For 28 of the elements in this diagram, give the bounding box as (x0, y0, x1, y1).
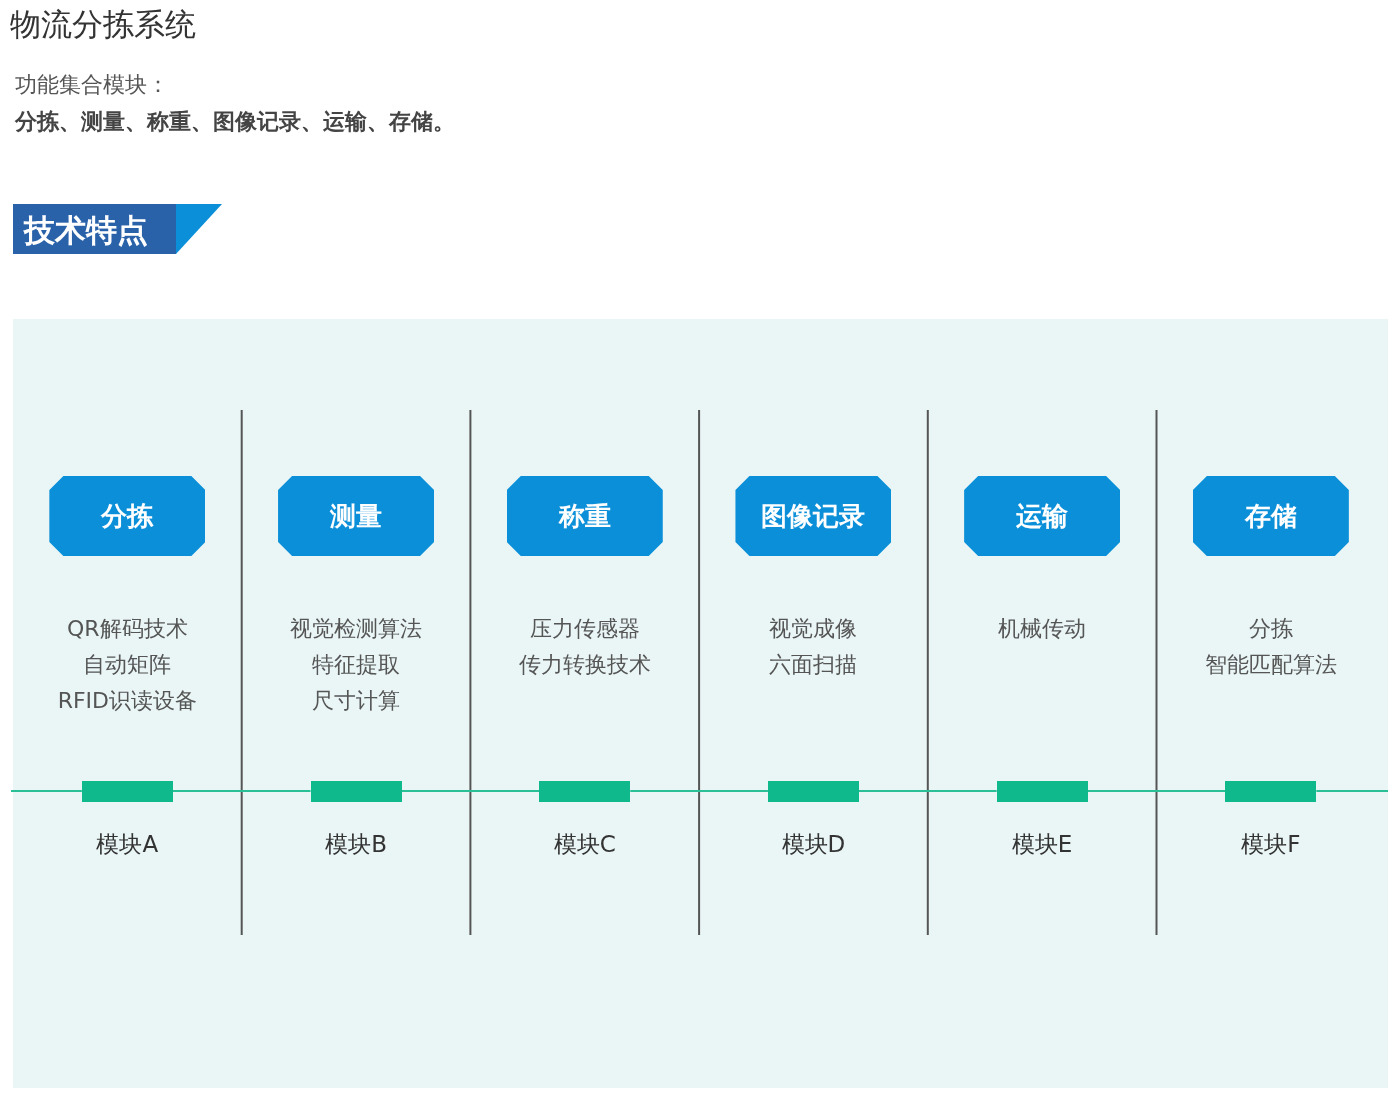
feature-text: 压力传感器 (528, 615, 641, 643)
module-label: 模块E (1011, 830, 1073, 859)
connector-line (629, 790, 769, 792)
feature-text: 特征提取 (311, 651, 402, 679)
feature-text: RFID识读设备 (56, 687, 199, 715)
module-summary-text: 分拣、测量、称重、图像记录、运输、存储。 (15, 108, 455, 136)
feature-text: QR解码技术 (66, 615, 189, 643)
feature-text: 尺寸计算 (311, 687, 402, 715)
feature-text: 自动矩阵 (82, 651, 173, 679)
module-label: 模块D (781, 830, 846, 859)
connector-line (171, 790, 312, 792)
feature-text: 传力转换技术 (517, 651, 652, 679)
module-label: 模块B (325, 830, 387, 859)
module-label: 模块F (1241, 830, 1301, 859)
feature-text: 视觉成像 (768, 615, 859, 643)
connector-line (857, 790, 998, 792)
section-heading: 技术特点 (24, 211, 148, 250)
feature-text: 视觉检测算法 (289, 615, 424, 643)
feature-text: 六面扫描 (768, 651, 859, 679)
page-title: 物流分拣系统 (10, 5, 196, 44)
feature-text: 机械传动 (997, 615, 1088, 643)
feature-text: 分拣 (1247, 615, 1294, 643)
connector-line (1086, 790, 1227, 792)
module-summary-text: 功能集合模块： (15, 71, 169, 99)
feature-text: 智能匹配算法 (1203, 651, 1338, 679)
module-label: 模块C (553, 830, 616, 859)
module-label: 模块A (96, 830, 159, 859)
connector-line (400, 790, 541, 792)
